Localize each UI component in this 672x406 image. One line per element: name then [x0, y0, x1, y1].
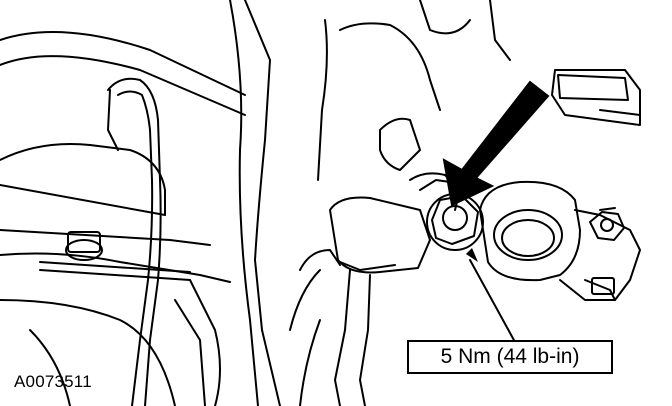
torque-leader	[469, 259, 516, 343]
terminal-clamp	[479, 180, 641, 301]
engine-bay-structure	[0, 0, 281, 406]
cable-terminal	[289, 172, 461, 406]
nut-icon	[466, 248, 478, 262]
figure-id: A0073511	[14, 372, 92, 391]
ground-cable	[107, 77, 162, 406]
upper-bracket	[317, 0, 511, 181]
arrow-icon	[442, 80, 550, 207]
battery-vent-cap	[551, 69, 641, 126]
mount-bolt	[39, 231, 191, 281]
torque-spec-text: 5 Nm (44 lb-in)	[440, 345, 580, 368]
torque-spec-label: 5 Nm (44 lb-in)	[407, 340, 613, 374]
clamp-nut	[589, 207, 625, 241]
